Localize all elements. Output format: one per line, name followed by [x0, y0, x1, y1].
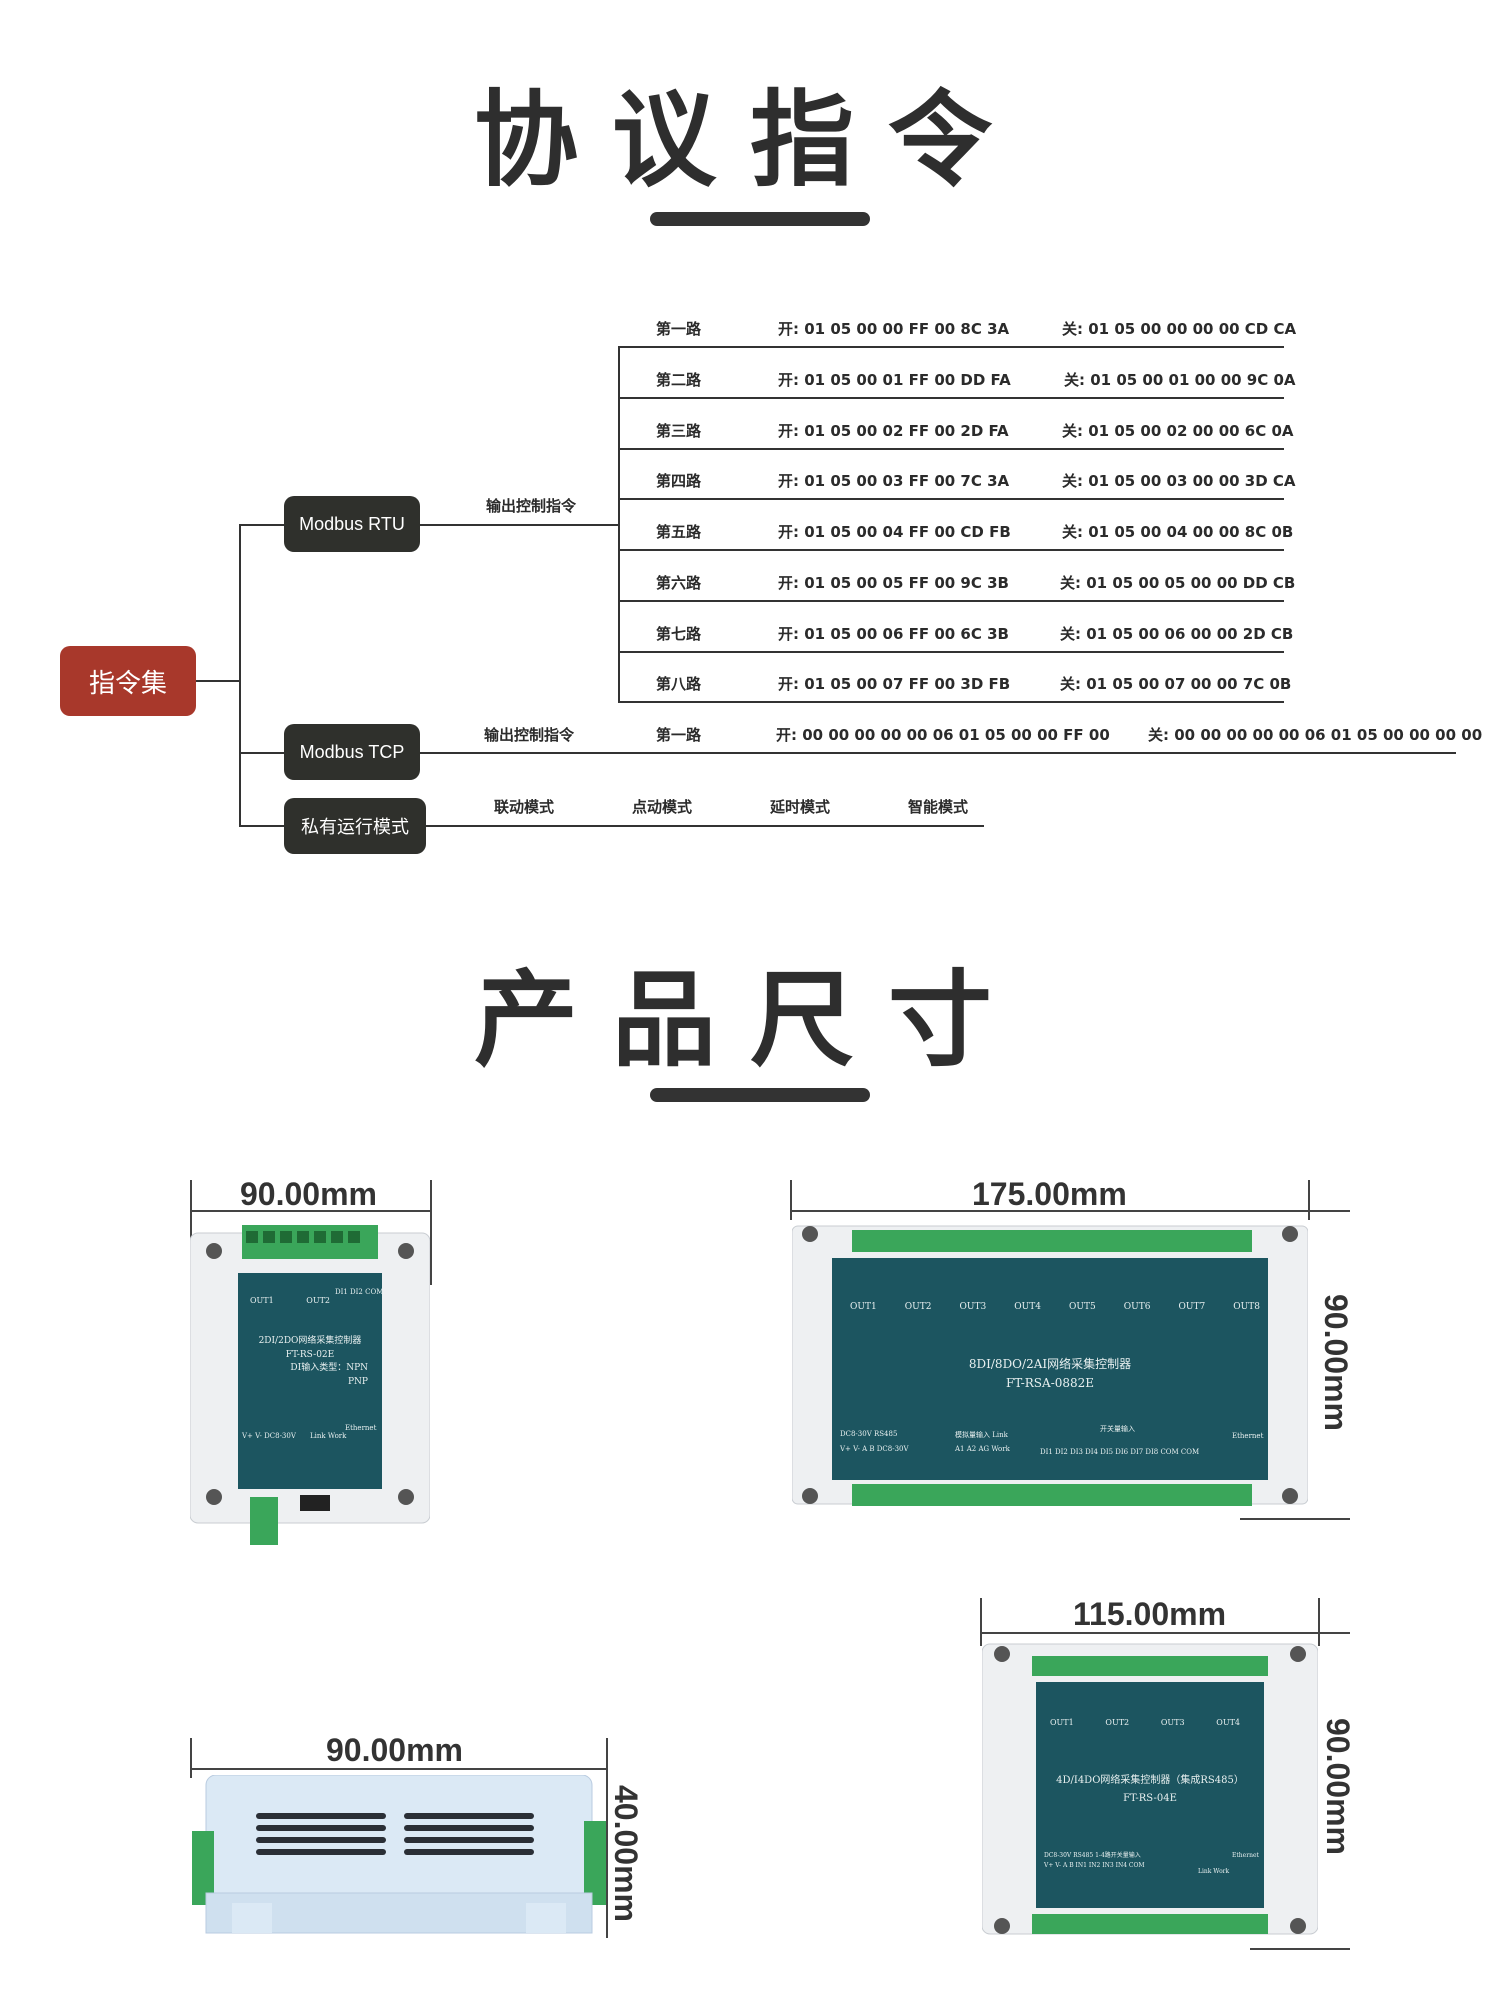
rtu-branch-label: 输出控制指令	[486, 497, 577, 515]
out-label: OUT4	[1014, 1302, 1041, 1312]
section-title-protocol: 协议指令	[473, 79, 1026, 201]
out-label: OUT6	[1123, 1302, 1151, 1312]
private-mode-node: 私有运行模式	[284, 798, 426, 854]
product4-power: DC8-30V RS485 1-4路开关量输入	[1044, 1852, 1141, 1859]
section-title-dimensions: 产品尺寸	[473, 959, 1026, 1081]
mode-delay: 延时模式	[770, 798, 831, 816]
board-title: 4D/I4DO网络采集控制器（集成RS485）	[1056, 1775, 1244, 1786]
product1-power: V+ V- DC8-30V	[242, 1432, 296, 1440]
board-model: FT-RSA-0882E	[1005, 1376, 1095, 1391]
on-command: 开: 01 05 00 06 FF 00 6C 3B	[778, 625, 1009, 643]
on-command: 开: 01 05 00 04 FF 00 CD FB	[778, 523, 1011, 541]
board-model: FT-RS-02E	[285, 1349, 335, 1360]
product1-ethernet: Ethernet	[345, 1424, 377, 1432]
product3-photo	[192, 1775, 606, 1934]
tcp-on-command: 开: 00 00 00 00 00 06 01 05 00 00 FF 00	[776, 726, 1110, 744]
product2-analog: 模拟量输入 Link	[955, 1431, 1008, 1439]
out-label: OUT7	[1178, 1302, 1206, 1312]
board-title: 8DI/8DO/2AI网络采集控制器	[968, 1357, 1132, 1371]
out-label: OUT3	[959, 1302, 987, 1312]
out-label: OUT4	[1216, 1718, 1240, 1727]
out-label: OUT2	[1105, 1718, 1130, 1727]
out-label: OUT8	[1233, 1302, 1260, 1312]
board-di-type: DI输入类型：NPN	[290, 1363, 368, 1373]
off-command: 关: 01 05 00 02 00 00 6C 0A	[1062, 422, 1294, 440]
product2-di-row: DI1 DI2 DI3 DI4 DI5 DI6 DI7 DI8 COM COM	[1040, 1448, 1200, 1456]
channel-label: 第三路	[656, 422, 702, 440]
on-command: 开: 01 05 00 05 FF 00 9C 3B	[778, 574, 1009, 592]
tcp-branch-label: 输出控制指令	[484, 726, 575, 744]
out-label: OUT2	[904, 1302, 932, 1312]
title-underline	[650, 212, 870, 226]
product4-pins: V+ V- A B IN1 IN2 IN3 IN4 COM	[1044, 1862, 1145, 1869]
product1-photo	[190, 1225, 430, 1545]
product3-height-label: 40.00mm	[608, 1785, 644, 1922]
tcp-channel-label: 第一路	[656, 726, 702, 744]
product1-di-labels: DI1 DI2 COM	[335, 1288, 384, 1296]
root-node: 指令集	[60, 646, 196, 716]
product2-photo	[792, 1225, 1308, 1506]
board-title: 2DI/2DO网络采集控制器	[258, 1336, 362, 1346]
on-command: 开: 01 05 00 01 FF 00 DD FA	[778, 371, 1011, 389]
product4-outs: OUT1 OUT2 OUT3 OUT4	[1050, 1718, 1240, 1727]
channel-label: 第七路	[656, 625, 702, 643]
off-command: 关: 01 05 00 07 00 00 7C 0B	[1060, 675, 1292, 693]
modbus-tcp-node: Modbus TCP	[284, 724, 420, 780]
channel-label: 第一路	[656, 320, 702, 338]
product3-width-label: 90.00mm	[326, 1732, 463, 1768]
product4-ethernet: Ethernet	[1232, 1852, 1259, 1859]
product4-height-label: 90.00mm	[1320, 1718, 1356, 1855]
tcp-off-command: 关: 00 00 00 00 00 06 01 05 00 00 00 00	[1148, 726, 1483, 744]
product2-pins: V+ V- A B DC8-30V	[840, 1445, 909, 1453]
on-command: 开: 01 05 00 07 FF 00 3D FB	[778, 675, 1011, 693]
on-command: 开: 01 05 00 03 FF 00 7C 3A	[778, 472, 1010, 490]
product1-width-label: 90.00mm	[240, 1176, 377, 1212]
product4-width-label: 115.00mm	[1073, 1596, 1227, 1632]
title-underline	[650, 1088, 870, 1102]
product2-power: DC8-30V RS485	[840, 1430, 898, 1438]
mode-smart: 智能模式	[908, 798, 969, 816]
channel-label: 第五路	[656, 523, 702, 541]
product1-board-text: 2DI/2DO网络采集控制器 FT-RS-02E DI输入类型：NPN PNP	[238, 1335, 382, 1389]
product2-board-text: 8DI/8DO/2AI网络采集控制器 FT-RSA-0882E	[832, 1355, 1268, 1393]
product4-link: Link Work	[1198, 1868, 1230, 1875]
off-command: 关: 01 05 00 00 00 00 CD CA	[1062, 320, 1297, 338]
board-model: FT-RS-04E	[1123, 1793, 1177, 1804]
off-command: 关: 01 05 00 05 00 00 DD CB	[1060, 574, 1296, 592]
product2-switch-in: 开关量输入	[1100, 1425, 1135, 1433]
out-label: OUT3	[1160, 1718, 1185, 1727]
channel-label: 第六路	[656, 574, 702, 592]
mode-jog: 点动模式	[632, 798, 693, 816]
out-label: OUT1	[1050, 1718, 1074, 1727]
off-command: 关: 01 05 00 03 00 00 3D CA	[1062, 472, 1296, 490]
product2-width-label: 175.00mm	[972, 1176, 1127, 1212]
product4-photo	[982, 1643, 1318, 1935]
off-command: 关: 01 05 00 04 00 00 8C 0B	[1062, 523, 1294, 541]
channel-label: 第四路	[656, 472, 702, 490]
board-pnp: PNP	[348, 1376, 368, 1387]
product1-link: Link Work	[310, 1432, 347, 1440]
out-label: OUT1	[250, 1296, 274, 1305]
off-command: 关: 01 05 00 01 00 00 9C 0A	[1064, 371, 1296, 389]
channel-label: 第八路	[656, 675, 702, 693]
mode-linkage: 联动模式	[494, 798, 555, 816]
product2-outs: OUT1 OUT2 OUT3 OUT4 OUT5 OUT6 OUT7 OUT8	[850, 1302, 1260, 1312]
product2-height-label: 90.00mm	[1318, 1294, 1354, 1431]
modbus-rtu-node: Modbus RTU	[284, 496, 420, 552]
on-command: 开: 01 05 00 02 FF 00 2D FA	[778, 422, 1009, 440]
product2-ethernet: Ethernet	[1232, 1432, 1264, 1440]
product4-board-text: 4D/I4DO网络采集控制器（集成RS485） FT-RS-04E	[1036, 1772, 1264, 1808]
out-label: OUT2	[306, 1296, 331, 1305]
out-label: OUT1	[850, 1302, 877, 1312]
product1-outs: OUT1 OUT2	[250, 1296, 330, 1305]
channel-label: 第二路	[656, 371, 702, 389]
on-command: 开: 01 05 00 00 FF 00 8C 3A	[778, 320, 1010, 338]
off-command: 关: 01 05 00 06 00 00 2D CB	[1060, 625, 1294, 643]
product2-analog-pins: A1 A2 AG Work	[955, 1445, 1010, 1453]
out-label: OUT5	[1069, 1302, 1096, 1312]
